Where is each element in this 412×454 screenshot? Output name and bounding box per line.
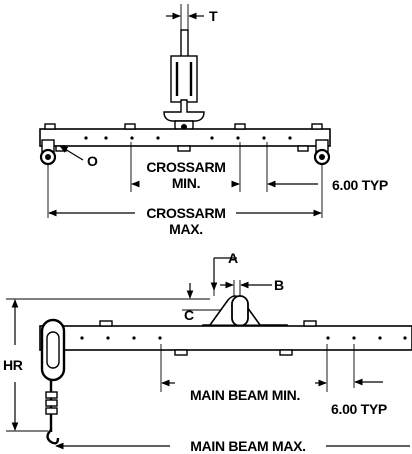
- main-beam: [39, 320, 412, 356]
- a-dimension: A: [210, 250, 238, 296]
- left-end-shackle: [39, 139, 57, 166]
- center-rod: [163, 29, 205, 134]
- crossarm-max-label-1: CROSSARM: [146, 205, 225, 221]
- b-label: B: [274, 277, 284, 293]
- c-label: C: [184, 307, 194, 323]
- main-beam-max-label: MAIN BEAM MAX.: [190, 438, 306, 454]
- main-beam-max-dimension: MAIN BEAM MAX.: [55, 438, 410, 454]
- typ-bottom-dimension: 6.00 TYP: [331, 344, 387, 417]
- o-callout: O: [59, 145, 98, 169]
- crossarm-max-label-2: MAX.: [169, 221, 203, 237]
- crossarm-min-label-1: CROSSARM: [146, 159, 225, 175]
- typ-bottom-label: 6.00 TYP: [331, 401, 387, 417]
- main-beam-min-dimension: MAIN BEAM MIN.: [160, 344, 328, 403]
- a-label: A: [228, 250, 238, 266]
- hr-dimension: HR: [3, 298, 210, 432]
- bottom-view: A B C: [3, 250, 412, 454]
- top-view: T: [39, 4, 388, 237]
- crossarm-min-label-2: MIN.: [172, 175, 200, 191]
- typ-top-dimension: 6.00 TYP: [266, 142, 388, 193]
- crossarm-max-dimension: CROSSARM MAX.: [47, 165, 323, 237]
- crossarm-beam: [39, 123, 331, 152]
- hr-label: HR: [3, 357, 23, 373]
- crossarm-min-dimension: CROSSARM MIN.: [130, 142, 241, 192]
- t-label: T: [209, 8, 218, 24]
- o-label: O: [87, 153, 98, 169]
- end-link-and-hook: [40, 318, 66, 445]
- t-dimension: T: [166, 4, 218, 32]
- main-beam-min-label: MAIN BEAM MIN.: [190, 387, 300, 403]
- right-end-shackle: [313, 139, 331, 166]
- b-dimension: B: [220, 277, 284, 298]
- typ-top-label: 6.00 TYP: [332, 177, 388, 193]
